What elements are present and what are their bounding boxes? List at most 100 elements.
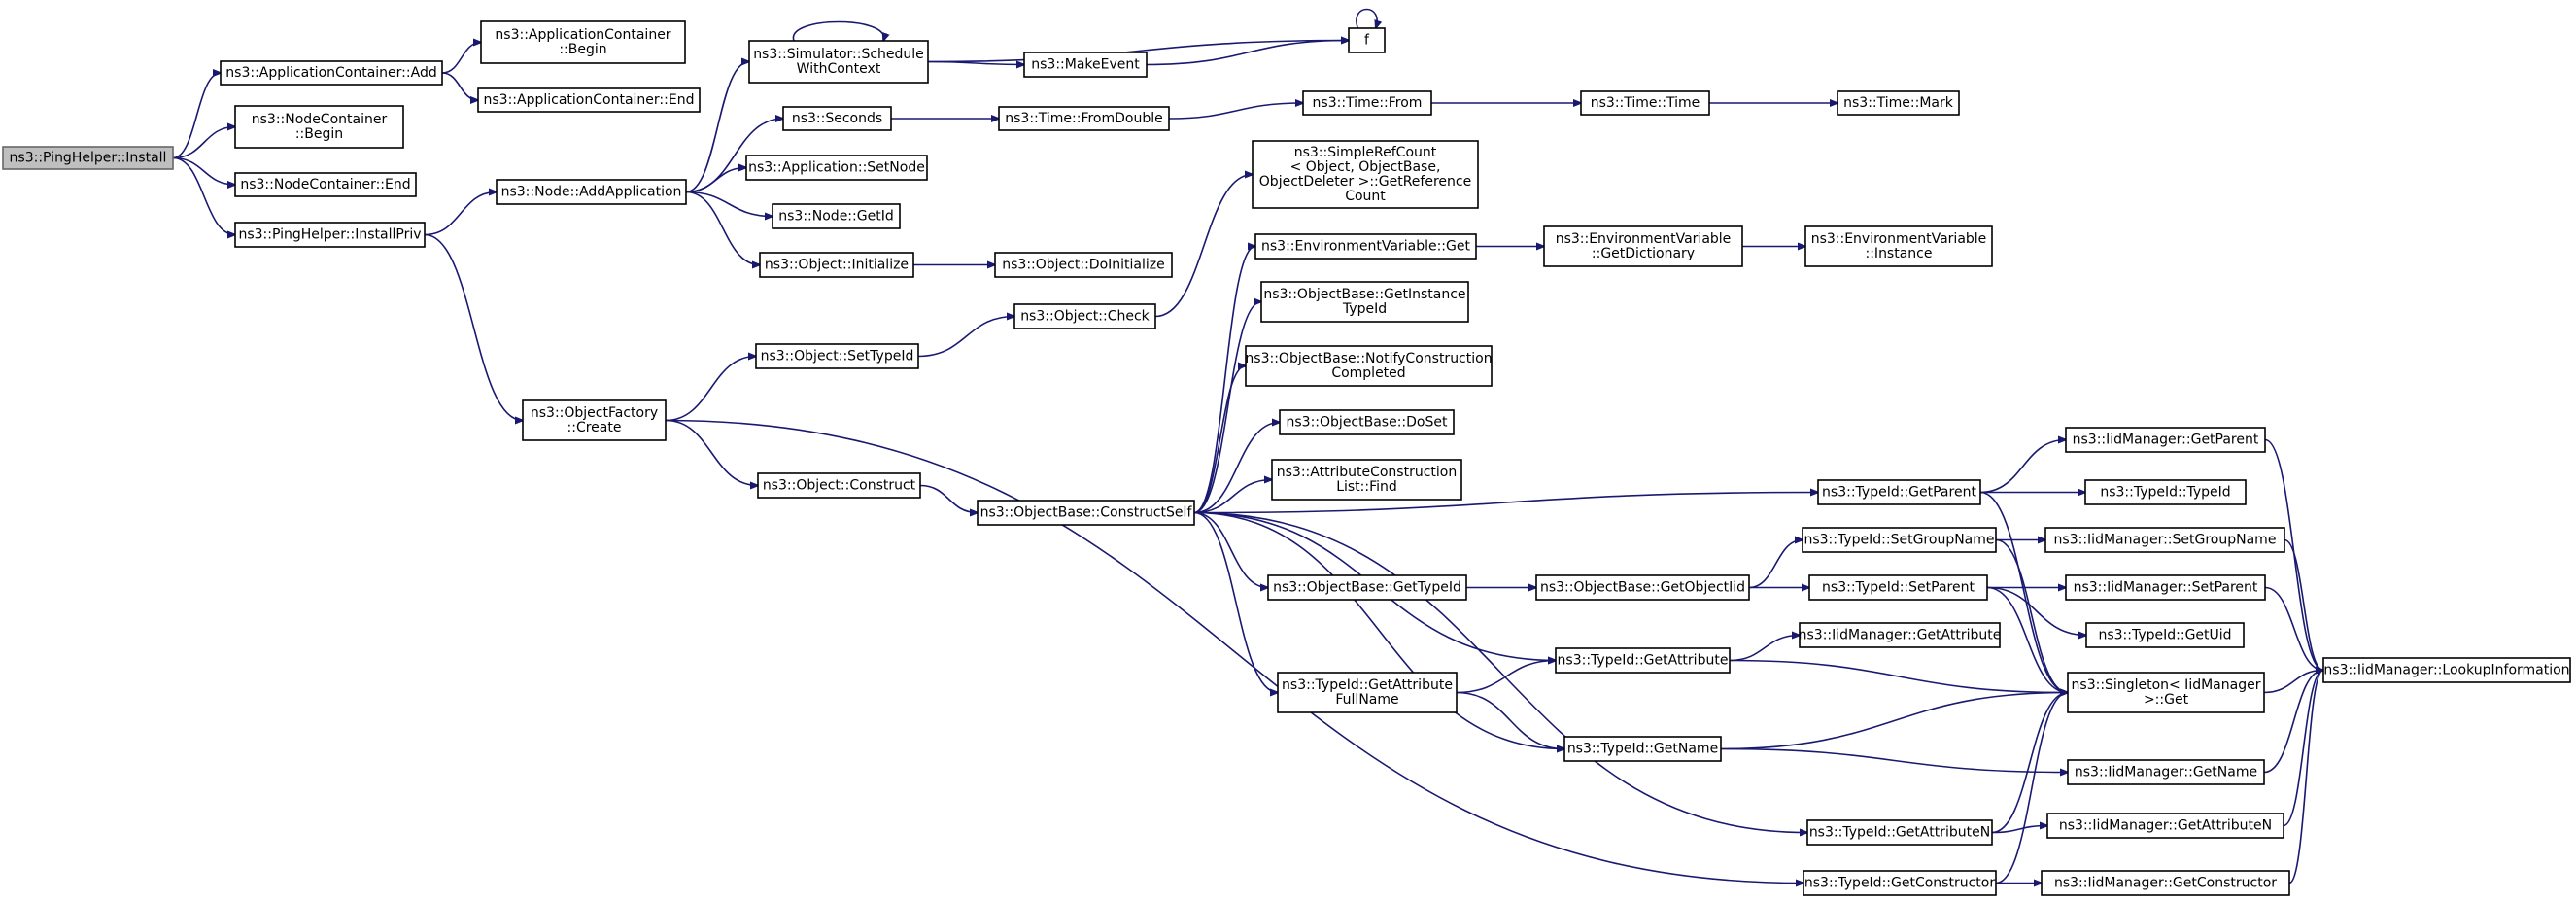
graph-node-tidGetUid[interactable]: ns3::TypeId::GetUid: [2085, 622, 2245, 648]
node-box: [522, 399, 667, 441]
node-label: ns3::TypeId::GetAttribute: [1558, 653, 1729, 669]
graph-node-tidGetName[interactable]: ns3::TypeId::GetName: [1563, 736, 1722, 762]
graph-node-appAdd[interactable]: ns3::ApplicationContainer::Add: [220, 60, 443, 86]
node-label: Completed: [1331, 365, 1405, 381]
graph-node-obGetTypeId[interactable]: ns3::ObjectBase::GetTypeId: [1267, 574, 1467, 601]
graph-node-iidSetParent[interactable]: ns3::IidManager::SetParent: [2065, 574, 2266, 601]
graph-node-tidSetGroup[interactable]: ns3::TypeId::SetGroupName: [1802, 527, 1997, 553]
graph-node-iidSetGroup[interactable]: ns3::IidManager::SetGroupName: [2044, 527, 2285, 553]
edge-f-to-f: [1356, 8, 1377, 29]
graph-node-tidGetAttr[interactable]: ns3::TypeId::GetAttribute: [1555, 647, 1731, 674]
graph-node-tidGetParent[interactable]: ns3::TypeId::GetParent: [1817, 479, 1981, 505]
graph-node-objInit[interactable]: ns3::Object::Initialize: [759, 252, 914, 278]
node-label: WithContext: [797, 61, 881, 77]
graph-node-tidSetParent[interactable]: ns3::TypeId::SetParent: [1808, 574, 1988, 601]
graph-node-iidGetCons[interactable]: ns3::IidManager::GetConstructor: [2041, 870, 2290, 896]
node-label: ObjectDeleter >::GetReference: [1259, 174, 1471, 190]
node-box: [1543, 225, 1743, 267]
node-label: ns3::IidManager::GetAttributeN: [2059, 818, 2272, 834]
graph-node-notifyCons[interactable]: ns3::ObjectBase::NotifyConstructionCompl…: [1245, 345, 1493, 387]
node-label: ns3::Node::GetId: [778, 209, 893, 225]
edge-schedule-to-schedule: [793, 20, 883, 42]
graph-node-ncBegin[interactable]: ns3::NodeContainer::Begin: [234, 105, 404, 149]
node-box: [755, 343, 919, 369]
graph-node-objCheck[interactable]: ns3::Object::Check: [1013, 303, 1156, 329]
edge-factory-to-tidGetCons: [665, 419, 1803, 884]
edge-consSelf-to-getInstTid: [1193, 302, 1261, 514]
graph-node-iidGetParent[interactable]: ns3::IidManager::GetParent: [2065, 427, 2266, 453]
node-label: ns3::Node::AddApplication: [501, 185, 682, 200]
edge-addApp-to-schedule: [685, 62, 749, 193]
edge-tidGetParent-to-iidGetParent: [1979, 440, 2066, 494]
graph-node-setTypeId[interactable]: ns3::Object::SetTypeId: [755, 343, 919, 369]
edge-installPriv-to-addApp: [424, 192, 497, 236]
edge-schedule-to-f: [927, 41, 1349, 63]
node-box: [1563, 736, 1722, 762]
graph-node-getObjectIid[interactable]: ns3::ObjectBase::GetObjectIid: [1535, 574, 1750, 601]
graph-node-tidGetAttrN[interactable]: ns3::TypeId::GetAttributeN: [1806, 819, 1993, 846]
graph-node-envInst[interactable]: ns3::EnvironmentVariable::Instance: [1804, 225, 1993, 267]
graph-node-ncEnd[interactable]: ns3::NodeContainer::End: [234, 172, 417, 197]
node-label: ns3::TypeId::GetAttributeN: [1809, 825, 1990, 841]
node-label: List::Find: [1336, 479, 1397, 495]
node-box: [1245, 345, 1493, 387]
graph-node-singleton[interactable]: ns3::Singleton< IidManager >::Get: [2067, 672, 2265, 713]
graph-node-timeFrom[interactable]: ns3::Time::From: [1302, 90, 1432, 116]
graph-node-envDict[interactable]: ns3::EnvironmentVariable::GetDictionary: [1543, 225, 1743, 267]
graph-node-doInit[interactable]: ns3::Object::DoInitialize: [994, 252, 1173, 278]
node-label: < Object, ObjectBase,: [1290, 159, 1441, 175]
graph-node-appEnd[interactable]: ns3::ApplicationContainer::End: [477, 87, 701, 113]
node-box: [772, 203, 901, 229]
graph-node-timeTime[interactable]: ns3::Time::Time: [1580, 90, 1710, 116]
node-box: [782, 106, 892, 131]
node-box: [2065, 427, 2266, 453]
graph-node-install[interactable]: ns3::PingHelper::Install: [2, 146, 174, 170]
graph-node-tidGetCons[interactable]: ns3::TypeId::GetConstructor: [1803, 870, 1997, 896]
node-label: ns3::Time::Time: [1591, 95, 1700, 111]
graph-node-appBegin[interactable]: ns3::ApplicationContainer::Begin: [480, 20, 686, 64]
graph-node-doSet[interactable]: ns3::ObjectBase::DoSet: [1279, 409, 1455, 435]
edge-iidGetAttrN-to-lookup: [2283, 671, 2323, 827]
node-box: [994, 252, 1173, 278]
graph-node-addApp[interactable]: ns3::Node::AddApplication: [496, 179, 687, 205]
graph-node-simpleRef[interactable]: ns3::SimpleRefCount< Object, ObjectBase,…: [1252, 140, 1479, 209]
node-box: [1817, 479, 1981, 505]
graph-node-iidGetAttr[interactable]: ns3::IidManager::GetAttribute: [1799, 622, 2002, 648]
graph-node-seconds[interactable]: ns3::Seconds: [782, 106, 892, 131]
graph-node-consSelf[interactable]: ns3::ObjectBase::ConstructSelf: [977, 500, 1195, 526]
node-box: [757, 472, 921, 499]
graph-node-lookup[interactable]: ns3::IidManager::LookupInformation: [2322, 657, 2571, 683]
node-box: [1254, 233, 1477, 260]
node-box: [234, 172, 417, 197]
edge-tidGetName-to-singleton: [1720, 693, 2068, 750]
node-label: ::Instance: [1866, 246, 1933, 261]
graph-node-iidGetName[interactable]: ns3::IidManager::GetName: [2067, 759, 2265, 785]
node-box: [1271, 459, 1462, 501]
graph-node-timeMark[interactable]: ns3::Time::Mark: [1837, 90, 1960, 116]
graph-node-fromDouble[interactable]: ns3::Time::FromDouble: [998, 106, 1170, 131]
graph-node-construct[interactable]: ns3::Object::Construct: [757, 472, 921, 499]
node-box: [1302, 90, 1432, 116]
graph-node-makeEvent[interactable]: ns3::MakeEvent: [1023, 52, 1148, 78]
graph-node-iidGetAttrN[interactable]: ns3::IidManager::GetAttributeN: [2046, 813, 2284, 839]
node-box: [2046, 813, 2284, 839]
node-box: [1580, 90, 1710, 116]
node-box: [1804, 225, 1993, 267]
node-label: ns3::Object::DoInitialize: [1002, 258, 1164, 273]
node-box: [1013, 303, 1156, 329]
graph-node-setNode[interactable]: ns3::Application::SetNode: [745, 155, 928, 181]
graph-node-tidTypeId[interactable]: ns3::TypeId::TypeId: [2084, 479, 2247, 505]
edge-tidGetAttrN-to-iidGetAttrN: [1991, 826, 2047, 834]
graph-node-getId[interactable]: ns3::Node::GetId: [772, 203, 901, 229]
graph-node-f[interactable]: f: [1348, 27, 1386, 53]
graph-node-installPriv[interactable]: ns3::PingHelper::InstallPriv: [234, 222, 426, 248]
node-label: ns3::TypeId::GetName: [1567, 742, 1718, 757]
graph-node-factory[interactable]: ns3::ObjectFactory::Create: [522, 399, 667, 441]
graph-node-envGet[interactable]: ns3::EnvironmentVariable::Get: [1254, 233, 1477, 260]
node-label: ns3::ObjectBase::ConstructSelf: [980, 505, 1193, 521]
node-box: [2065, 574, 2266, 601]
